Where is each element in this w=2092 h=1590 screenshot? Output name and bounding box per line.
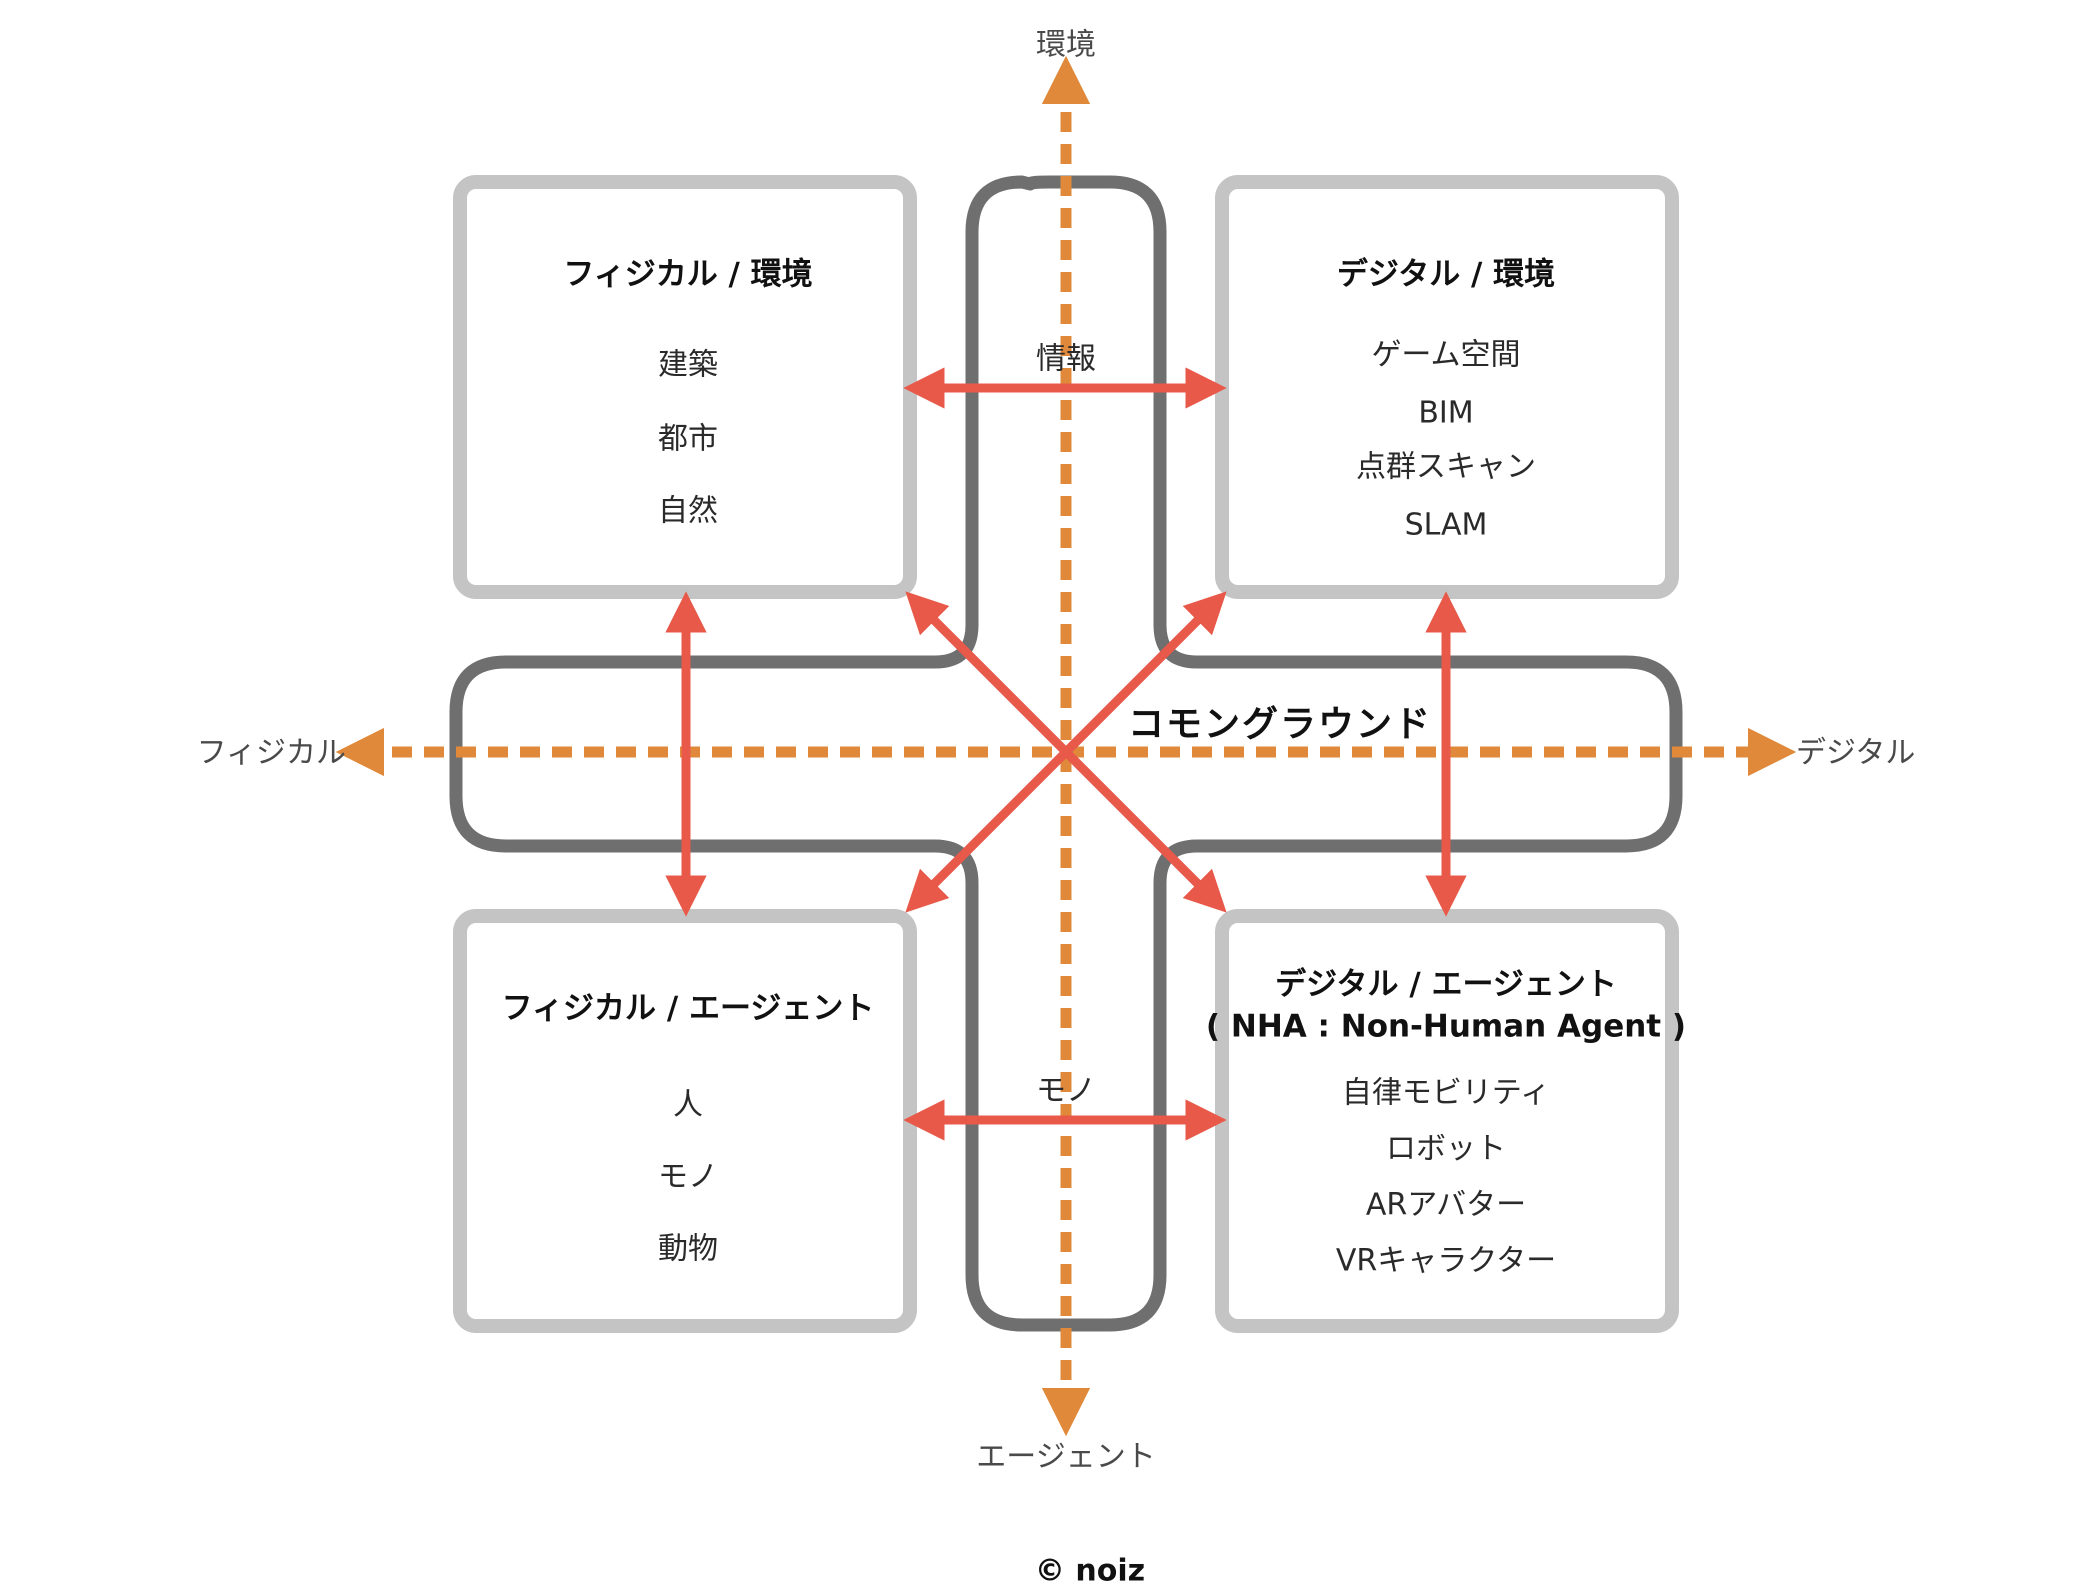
item-digital-environment: BIM (1418, 396, 1473, 431)
item-physical-agent: 人 (673, 1088, 703, 1123)
item-physical-environment: 都市 (658, 422, 718, 457)
item-physical-agent: モノ (658, 1160, 718, 1195)
box-physical-environment (453, 175, 917, 599)
axis-label-bottom: エージェント (976, 1440, 1155, 1475)
item-digital-agent: ロボット (1386, 1132, 1506, 1167)
item-physical-environment: 自然 (658, 494, 718, 529)
item-digital-agent: 自律モビリティ (1342, 1076, 1550, 1111)
item-digital-agent: ARアバター (1366, 1188, 1526, 1223)
item-digital-agent: VRキャラクター (1336, 1244, 1556, 1279)
subtitle-digital-agent: ( NHA : Non-Human Agent ) (1206, 1009, 1686, 1045)
item-digital-environment: 点群スキャン (1356, 450, 1536, 485)
common-ground-label: コモングラウンド (1128, 704, 1432, 745)
item-digital-environment: ゲーム空間 (1371, 338, 1520, 373)
axis-label-right: デジタル (1796, 736, 1915, 771)
title-digital-environment: デジタル / 環境 (1337, 257, 1555, 293)
flow-label-info: 情報 (1036, 342, 1096, 377)
title-digital-agent: デジタル / エージェント (1275, 967, 1617, 1003)
title-physical-environment: フィジカル / 環境 (563, 257, 812, 293)
axis-label-left: フィジカル (197, 736, 346, 771)
item-physical-environment: 建築 (658, 348, 718, 383)
flow-label-object: モノ (1036, 1074, 1096, 1109)
arrow-diagonal-tr-bl (905, 591, 1227, 913)
copyright-label: © noiz (1035, 1554, 1145, 1589)
title-physical-agent: フィジカル / エージェント (502, 991, 875, 1027)
item-digital-environment: SLAM (1405, 508, 1488, 543)
item-physical-agent: 動物 (658, 1232, 718, 1267)
axis-label-top: 環境 (1036, 28, 1096, 63)
